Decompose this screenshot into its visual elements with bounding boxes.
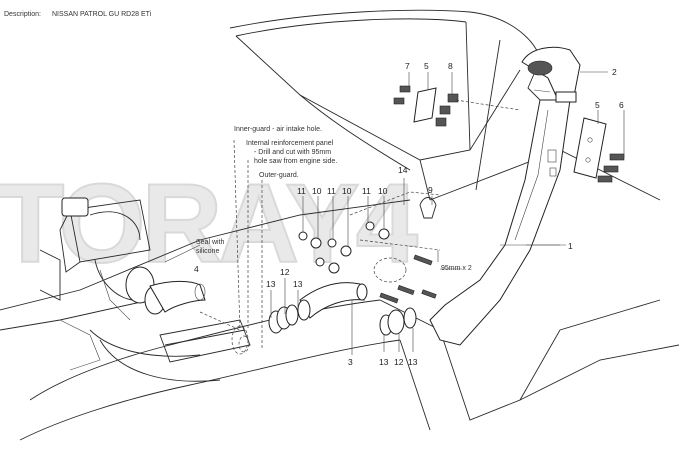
callout-10-b: 10 — [342, 186, 352, 196]
washers-nuts — [298, 196, 390, 274]
watermark-text: TORAY4 — [0, 161, 418, 286]
callout-8: 8 — [448, 61, 453, 71]
callout-1: 1 — [568, 241, 573, 251]
callout-12-left: 12 — [280, 267, 290, 277]
callout-5-top: 5 — [424, 61, 429, 71]
mount-bracket-right — [573, 110, 625, 183]
vehicle-body-outline — [0, 9, 679, 441]
part-3-transfer-hose — [297, 282, 368, 355]
airbox-assembly — [39, 197, 151, 301]
clamps-left — [268, 304, 299, 334]
callout-13-right-a: 13 — [379, 357, 389, 367]
note-internal-panel-3: hole saw from engine side. — [254, 158, 337, 165]
callout-6: 6 — [619, 100, 624, 110]
note-inner-guard: Inner-guard - air intake hole. — [234, 126, 322, 133]
callout-13-right-b: 13 — [408, 357, 418, 367]
callout-2: 2 — [612, 67, 617, 77]
description-value: NISSAN PATROL GU RD28 ETi — [52, 11, 152, 18]
part-2-air-ram-head — [521, 46, 608, 103]
callout-13-left-b: 13 — [293, 279, 303, 289]
callout-9: 9 — [428, 185, 433, 195]
clamps-right — [379, 307, 417, 336]
callout-5-right: 5 — [595, 100, 600, 110]
note-seal-1: Seal with — [196, 239, 225, 246]
studs-and-screws — [349, 178, 441, 304]
callout-3: 3 — [348, 357, 353, 367]
callout-12-right: 12 — [394, 357, 404, 367]
callout-labels: 7 5 8 2 5 6 1 14 9 11 10 11 10 11 10 4 1… — [194, 61, 624, 367]
note-outer-guard: Outer-guard. — [259, 172, 299, 179]
callout-4: 4 — [194, 264, 199, 274]
callout-7: 7 — [405, 61, 410, 71]
callout-13-left-a: 13 — [266, 279, 276, 289]
note-internal-panel-1: Internal reinforcement panel — [246, 140, 334, 147]
guard-holes — [199, 139, 263, 355]
description-label: Description: — [4, 11, 41, 18]
leader-lines — [270, 244, 566, 352]
callout-11-b: 11 — [327, 186, 336, 196]
callout-10-c: 10 — [378, 186, 388, 196]
callout-10-a: 10 — [312, 186, 322, 196]
callout-14: 14 — [398, 165, 408, 175]
callout-11-c: 11 — [362, 186, 371, 196]
part-4-intake-elbow — [125, 244, 206, 315]
mount-bracket-top — [393, 72, 521, 127]
note-seal-2: silicone — [196, 248, 219, 255]
annotation-notes: Inner-guard - air intake hole. Internal … — [196, 126, 472, 272]
note-hole-size: 95mm x 2 — [441, 265, 472, 272]
callout-11-a: 11 — [297, 186, 306, 196]
note-internal-panel-2: - Drill and cut with 95mm — [254, 149, 331, 156]
